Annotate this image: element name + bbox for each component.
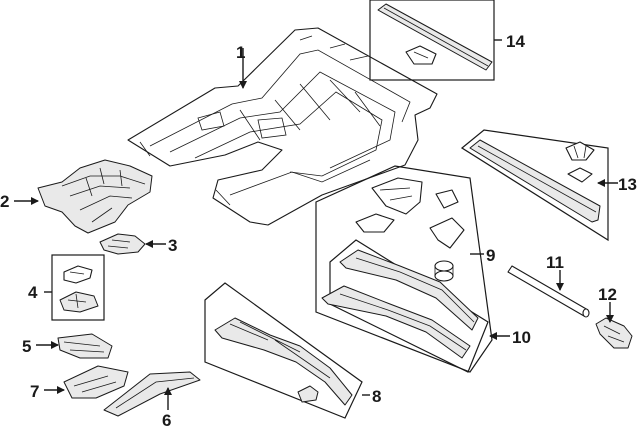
bracket-7 <box>63 365 129 399</box>
callout-13: 13 <box>618 175 637 194</box>
callout-4: 4 <box>28 283 38 302</box>
rail-13 <box>469 139 601 223</box>
crossmember-10 <box>321 249 479 359</box>
callout-2: 2 <box>0 192 9 211</box>
bracket-3 <box>99 233 146 255</box>
crossmember-parts-9 <box>355 177 465 282</box>
callout-1: 1 <box>236 43 245 62</box>
callout-9: 9 <box>486 246 495 265</box>
callout-11: 11 <box>546 253 564 272</box>
callout-6: 6 <box>162 411 171 429</box>
box-part-9 <box>315 165 493 373</box>
rail-6 <box>103 371 201 417</box>
callout-12: 12 <box>598 285 617 304</box>
callout-5: 5 <box>22 337 31 356</box>
floor-pan <box>127 27 438 226</box>
callout-3: 3 <box>168 236 177 255</box>
box-part-13 <box>460 129 609 242</box>
brackets-4 <box>59 265 99 313</box>
callout-10: 10 <box>512 328 531 347</box>
callout-7: 7 <box>30 382 39 401</box>
callout-14: 14 <box>506 32 525 51</box>
box-part-4 <box>51 254 105 321</box>
part-12 <box>595 317 633 349</box>
rod-11 <box>507 265 590 318</box>
rail-14 <box>377 3 493 71</box>
bracket-5 <box>57 333 113 359</box>
rail-assembly-8 <box>214 317 353 406</box>
box-part-8 <box>204 282 363 419</box>
front-floor-section <box>37 159 153 234</box>
callout-8: 8 <box>372 387 381 406</box>
